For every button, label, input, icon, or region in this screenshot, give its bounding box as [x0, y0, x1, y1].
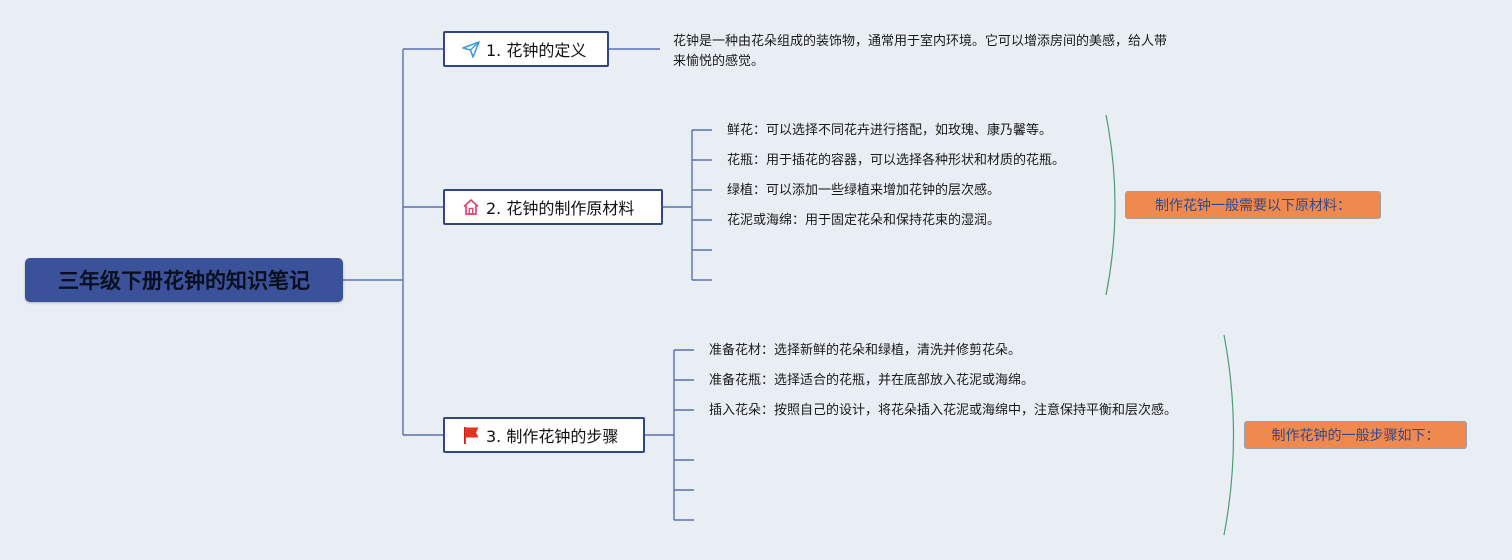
step-item[interactable]: 插入花朵：按照自己的设计，将花朵插入花泥或海绵中，注意保持平衡和层次感。 [709, 403, 1178, 418]
material-item[interactable]: 花瓶：用于插花的容器，可以选择各种形状和材质的花瓶。 [727, 153, 1066, 168]
root-topic[interactable]: 三年级下册花钟的知识笔记 [25, 258, 343, 302]
material-item[interactable]: 鲜花：可以选择不同花卉进行搭配，如玫瑰、康乃馨等。 [727, 123, 1053, 138]
summary-brace-2 [1105, 114, 1116, 296]
materials-summary[interactable]: 制作花钟一般需要以下原材料： [1125, 191, 1381, 219]
definition-note[interactable]: 花钟是一种由花朵组成的装饰物，通常用于室内环境。它可以增添房间的美感，给人带来愉… [673, 34, 1168, 69]
steps-summary[interactable]: 制作花钟的一般步骤如下： [1244, 421, 1467, 449]
topic-materials[interactable]: 2. 花钟的制作原材料 [443, 189, 663, 225]
material-item[interactable]: 绿植：可以添加一些绿植来增加花钟的层次感。 [727, 183, 1001, 198]
step-item[interactable]: 准备花材：选择新鲜的花朵和绿植，清洗并修剪花朵。 [709, 343, 1022, 358]
red-flag-icon [461, 425, 481, 445]
paper-plane-icon [461, 39, 481, 59]
house-icon [461, 197, 481, 217]
step-item[interactable]: 准备花瓶：选择适合的花瓶，并在底部放入花泥或海绵。 [709, 373, 1035, 388]
topic-label: 2. 花钟的制作原材料 [486, 199, 635, 218]
topic-label: 1. 花钟的定义 [486, 41, 587, 60]
summary-brace-3 [1223, 334, 1235, 536]
root-title: 三年级下册花钟的知识笔记 [58, 269, 310, 293]
topic-steps[interactable]: 3. 制作花钟的步骤 [443, 417, 645, 453]
material-item[interactable]: 花泥或海绵：用于固定花朵和保持花束的湿润。 [727, 213, 1001, 228]
topic-definition[interactable]: 1. 花钟的定义 [443, 31, 609, 67]
topic-label: 3. 制作花钟的步骤 [486, 427, 619, 446]
